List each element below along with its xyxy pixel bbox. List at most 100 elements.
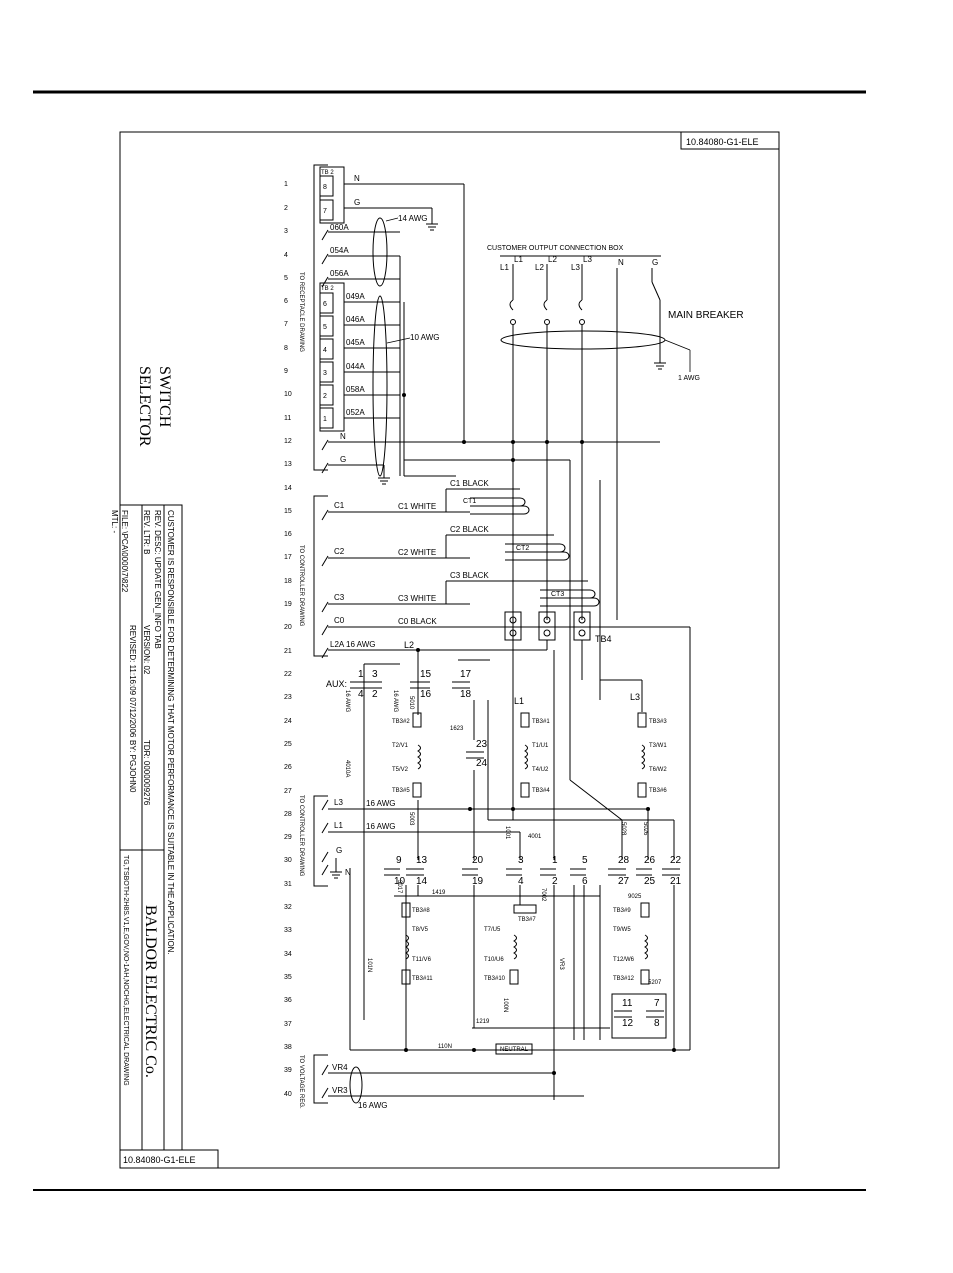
controller-bracket-2: TO CONTROLLER DRAWING bbox=[298, 795, 328, 887]
svg-text:TB4: TB4 bbox=[595, 634, 612, 644]
svg-text:4: 4 bbox=[518, 876, 524, 887]
svg-text:C2 WHITE: C2 WHITE bbox=[398, 548, 436, 557]
row-number: 6 bbox=[284, 298, 288, 305]
svg-text:FILE: \PCA\0000\7\822: FILE: \PCA\0000\7\822 bbox=[120, 510, 129, 593]
svg-text:L2: L2 bbox=[535, 263, 544, 272]
row-number: 2 bbox=[284, 205, 288, 212]
svg-text:060A: 060A bbox=[330, 223, 349, 232]
svg-text:MTL: -: MTL: - bbox=[110, 510, 119, 533]
svg-text:101N: 101N bbox=[366, 958, 372, 972]
svg-text:16 AWG: 16 AWG bbox=[346, 640, 376, 649]
svg-text:TB3#2: TB3#2 bbox=[392, 719, 410, 725]
svg-text:12: 12 bbox=[622, 1018, 634, 1029]
svg-text:MAIN BREAKER: MAIN BREAKER bbox=[668, 310, 744, 321]
svg-text:16 AWG: 16 AWG bbox=[392, 690, 398, 712]
svg-text:L3: L3 bbox=[334, 798, 343, 807]
svg-text:TO VOLTAGE REG.: TO VOLTAGE REG. bbox=[298, 1055, 304, 1109]
svg-text:T11/V6: T11/V6 bbox=[412, 957, 432, 963]
svg-text:TO RECEPTACLE DRAWING: TO RECEPTACLE DRAWING bbox=[298, 272, 304, 352]
svg-text:1: 1 bbox=[323, 416, 327, 423]
svg-text:15: 15 bbox=[420, 669, 432, 680]
svg-text:TB 2: TB 2 bbox=[321, 286, 334, 292]
svg-text:G: G bbox=[354, 198, 360, 207]
svg-text:C0 BLACK: C0 BLACK bbox=[398, 617, 437, 626]
svg-text:C3 BLACK: C3 BLACK bbox=[450, 571, 489, 580]
row-number: 19 bbox=[284, 601, 292, 608]
svg-text:4: 4 bbox=[323, 347, 327, 354]
svg-text:10.84080-G1-ELE: 10.84080-G1-ELE bbox=[123, 1155, 196, 1165]
svg-text:T12/W6: T12/W6 bbox=[613, 957, 635, 963]
svg-text:N: N bbox=[618, 258, 624, 267]
svg-text:16 AWG: 16 AWG bbox=[344, 690, 350, 712]
svg-text:11: 11 bbox=[622, 998, 633, 1009]
svg-text:4001: 4001 bbox=[528, 834, 542, 840]
row-number: 35 bbox=[284, 974, 292, 981]
svg-text:T10/U6: T10/U6 bbox=[484, 957, 504, 963]
title-block: CUSTOMER IS RESPONSIBLE FOR DETERMINING … bbox=[110, 504, 219, 1169]
svg-text:TB3#8: TB3#8 bbox=[412, 908, 430, 914]
row-number: 7 bbox=[284, 321, 288, 328]
svg-text:TB3#10: TB3#10 bbox=[484, 976, 506, 982]
svg-text:L3: L3 bbox=[630, 692, 640, 702]
svg-text:19: 19 bbox=[472, 876, 484, 887]
svg-text:044A: 044A bbox=[346, 362, 365, 371]
row-number: 13 bbox=[284, 461, 292, 468]
svg-text:G: G bbox=[652, 258, 658, 267]
svg-text:14: 14 bbox=[416, 876, 428, 887]
svg-text:TB3#6: TB3#6 bbox=[649, 788, 667, 794]
svg-text:REV. DESC: UPDATE GEN_INFO TAB: REV. DESC: UPDATE GEN_INFO TAB bbox=[153, 510, 162, 649]
svg-text:N: N bbox=[354, 174, 360, 183]
svg-text:C3: C3 bbox=[334, 593, 345, 602]
svg-text:VR3: VR3 bbox=[558, 958, 564, 970]
svg-text:REV. LTR: B: REV. LTR: B bbox=[142, 510, 151, 554]
row-number: 36 bbox=[284, 997, 292, 1004]
svg-text:14 AWG: 14 AWG bbox=[398, 214, 428, 223]
row-number: 40 bbox=[284, 1091, 292, 1098]
svg-text:TB3#7: TB3#7 bbox=[518, 917, 536, 923]
svg-text:L2: L2 bbox=[548, 255, 557, 264]
svg-text:7: 7 bbox=[323, 208, 327, 215]
drawing-number-top: 10.84080-G1-ELE bbox=[686, 137, 759, 147]
row-number: 26 bbox=[284, 764, 292, 771]
svg-text:T5/V2: T5/V2 bbox=[392, 767, 409, 773]
svg-text:3: 3 bbox=[323, 370, 327, 377]
voltage-reg-bracket: TO VOLTAGE REG. bbox=[298, 1054, 328, 1109]
svg-text:N: N bbox=[345, 868, 351, 877]
svg-text:T6/W2: T6/W2 bbox=[649, 767, 667, 773]
svg-text:1419: 1419 bbox=[432, 890, 446, 896]
voltage-regulator: VR4 VR3 16 AWG bbox=[321, 1063, 584, 1110]
svg-text:T7/U5: T7/U5 bbox=[484, 927, 501, 933]
svg-text:1001: 1001 bbox=[504, 826, 510, 840]
svg-text:5026: 5026 bbox=[642, 822, 648, 836]
svg-text:3: 3 bbox=[372, 669, 378, 680]
svg-text:C0: C0 bbox=[334, 616, 345, 625]
row-number: 29 bbox=[284, 834, 292, 841]
svg-text:1: 1 bbox=[552, 855, 558, 866]
tb2-top-block: TB 2 8 7 bbox=[319, 166, 345, 224]
svg-text:4: 4 bbox=[358, 689, 364, 700]
row-number: 37 bbox=[284, 1021, 292, 1028]
svg-text:16 AWG: 16 AWG bbox=[366, 822, 396, 831]
row-number: 27 bbox=[284, 788, 292, 795]
row-number: 39 bbox=[284, 1067, 292, 1074]
svg-text:AUX:: AUX: bbox=[326, 679, 347, 689]
svg-text:TB3#4: TB3#4 bbox=[532, 788, 550, 794]
svg-text:20: 20 bbox=[472, 855, 484, 866]
ct-section: C1 C1 WHITE C2 C2 WHITE C3 C3 WHITE C0 C… bbox=[321, 479, 691, 1050]
svg-text:7: 7 bbox=[654, 998, 660, 1009]
row-number: 25 bbox=[284, 741, 292, 748]
svg-text:056A: 056A bbox=[330, 269, 349, 278]
svg-text:CUSTOMER IS RESPONSIBLE FOR DE: CUSTOMER IS RESPONSIBLE FOR DETERMINING … bbox=[166, 510, 175, 955]
svg-text:C2: C2 bbox=[334, 547, 345, 556]
svg-text:CUSTOMER OUTPUT CONNECTION BOX: CUSTOMER OUTPUT CONNECTION BOX bbox=[487, 245, 624, 252]
svg-text:C3 WHITE: C3 WHITE bbox=[398, 594, 436, 603]
svg-text:TB3#1: TB3#1 bbox=[532, 719, 550, 725]
svg-text:N: N bbox=[340, 432, 346, 441]
row-number: 22 bbox=[284, 671, 292, 678]
row-number: 31 bbox=[284, 881, 292, 888]
row-number: 9 bbox=[284, 368, 288, 375]
svg-text:058A: 058A bbox=[346, 385, 365, 394]
svg-text:16 AWG: 16 AWG bbox=[358, 1101, 388, 1110]
svg-text:T3/W1: T3/W1 bbox=[649, 743, 667, 749]
